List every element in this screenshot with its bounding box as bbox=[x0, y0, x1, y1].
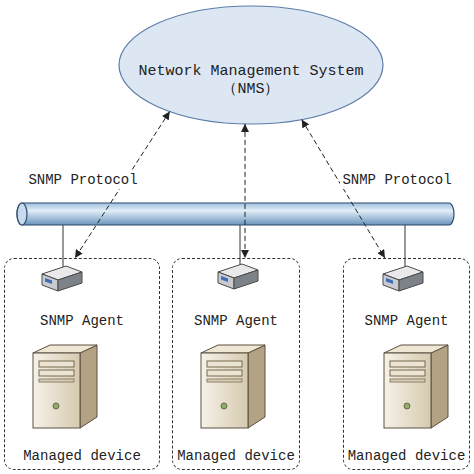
protocol-label: SNMP Protocol bbox=[26, 171, 140, 189]
system-abbrev: （NMS） bbox=[222, 81, 279, 99]
system-name: Network Management System bbox=[138, 63, 363, 81]
server-icon bbox=[33, 345, 97, 428]
bus-end-cap bbox=[17, 203, 27, 225]
agent-icon bbox=[218, 264, 258, 289]
ellipse-shape bbox=[119, 6, 383, 124]
device-label: Managed device bbox=[344, 447, 469, 465]
agent-label: SNMP Agent bbox=[5, 312, 159, 330]
server-icon bbox=[201, 345, 265, 428]
device-group: SNMP AgentManaged device bbox=[343, 258, 470, 470]
agent-label: SNMP Agent bbox=[344, 312, 469, 330]
device-label: Managed device bbox=[173, 447, 299, 465]
protocol-label: SNMP Protocol bbox=[340, 171, 454, 189]
device-group: SNMP AgentManaged device bbox=[4, 258, 160, 470]
device-label: Managed device bbox=[5, 447, 159, 465]
network-bus bbox=[17, 203, 454, 225]
drop-wire bbox=[63, 222, 64, 268]
device-group: SNMP AgentManaged device bbox=[172, 258, 300, 470]
protocol-arrow bbox=[245, 124, 246, 258]
system-ellipse: Network Management System（NMS） bbox=[118, 5, 384, 125]
server-icon bbox=[384, 345, 448, 428]
agent-icon bbox=[42, 266, 82, 291]
agent-label: SNMP Agent bbox=[173, 312, 299, 330]
agent-icon bbox=[383, 266, 423, 291]
drop-wire bbox=[405, 222, 406, 268]
drop-wire bbox=[240, 222, 241, 266]
